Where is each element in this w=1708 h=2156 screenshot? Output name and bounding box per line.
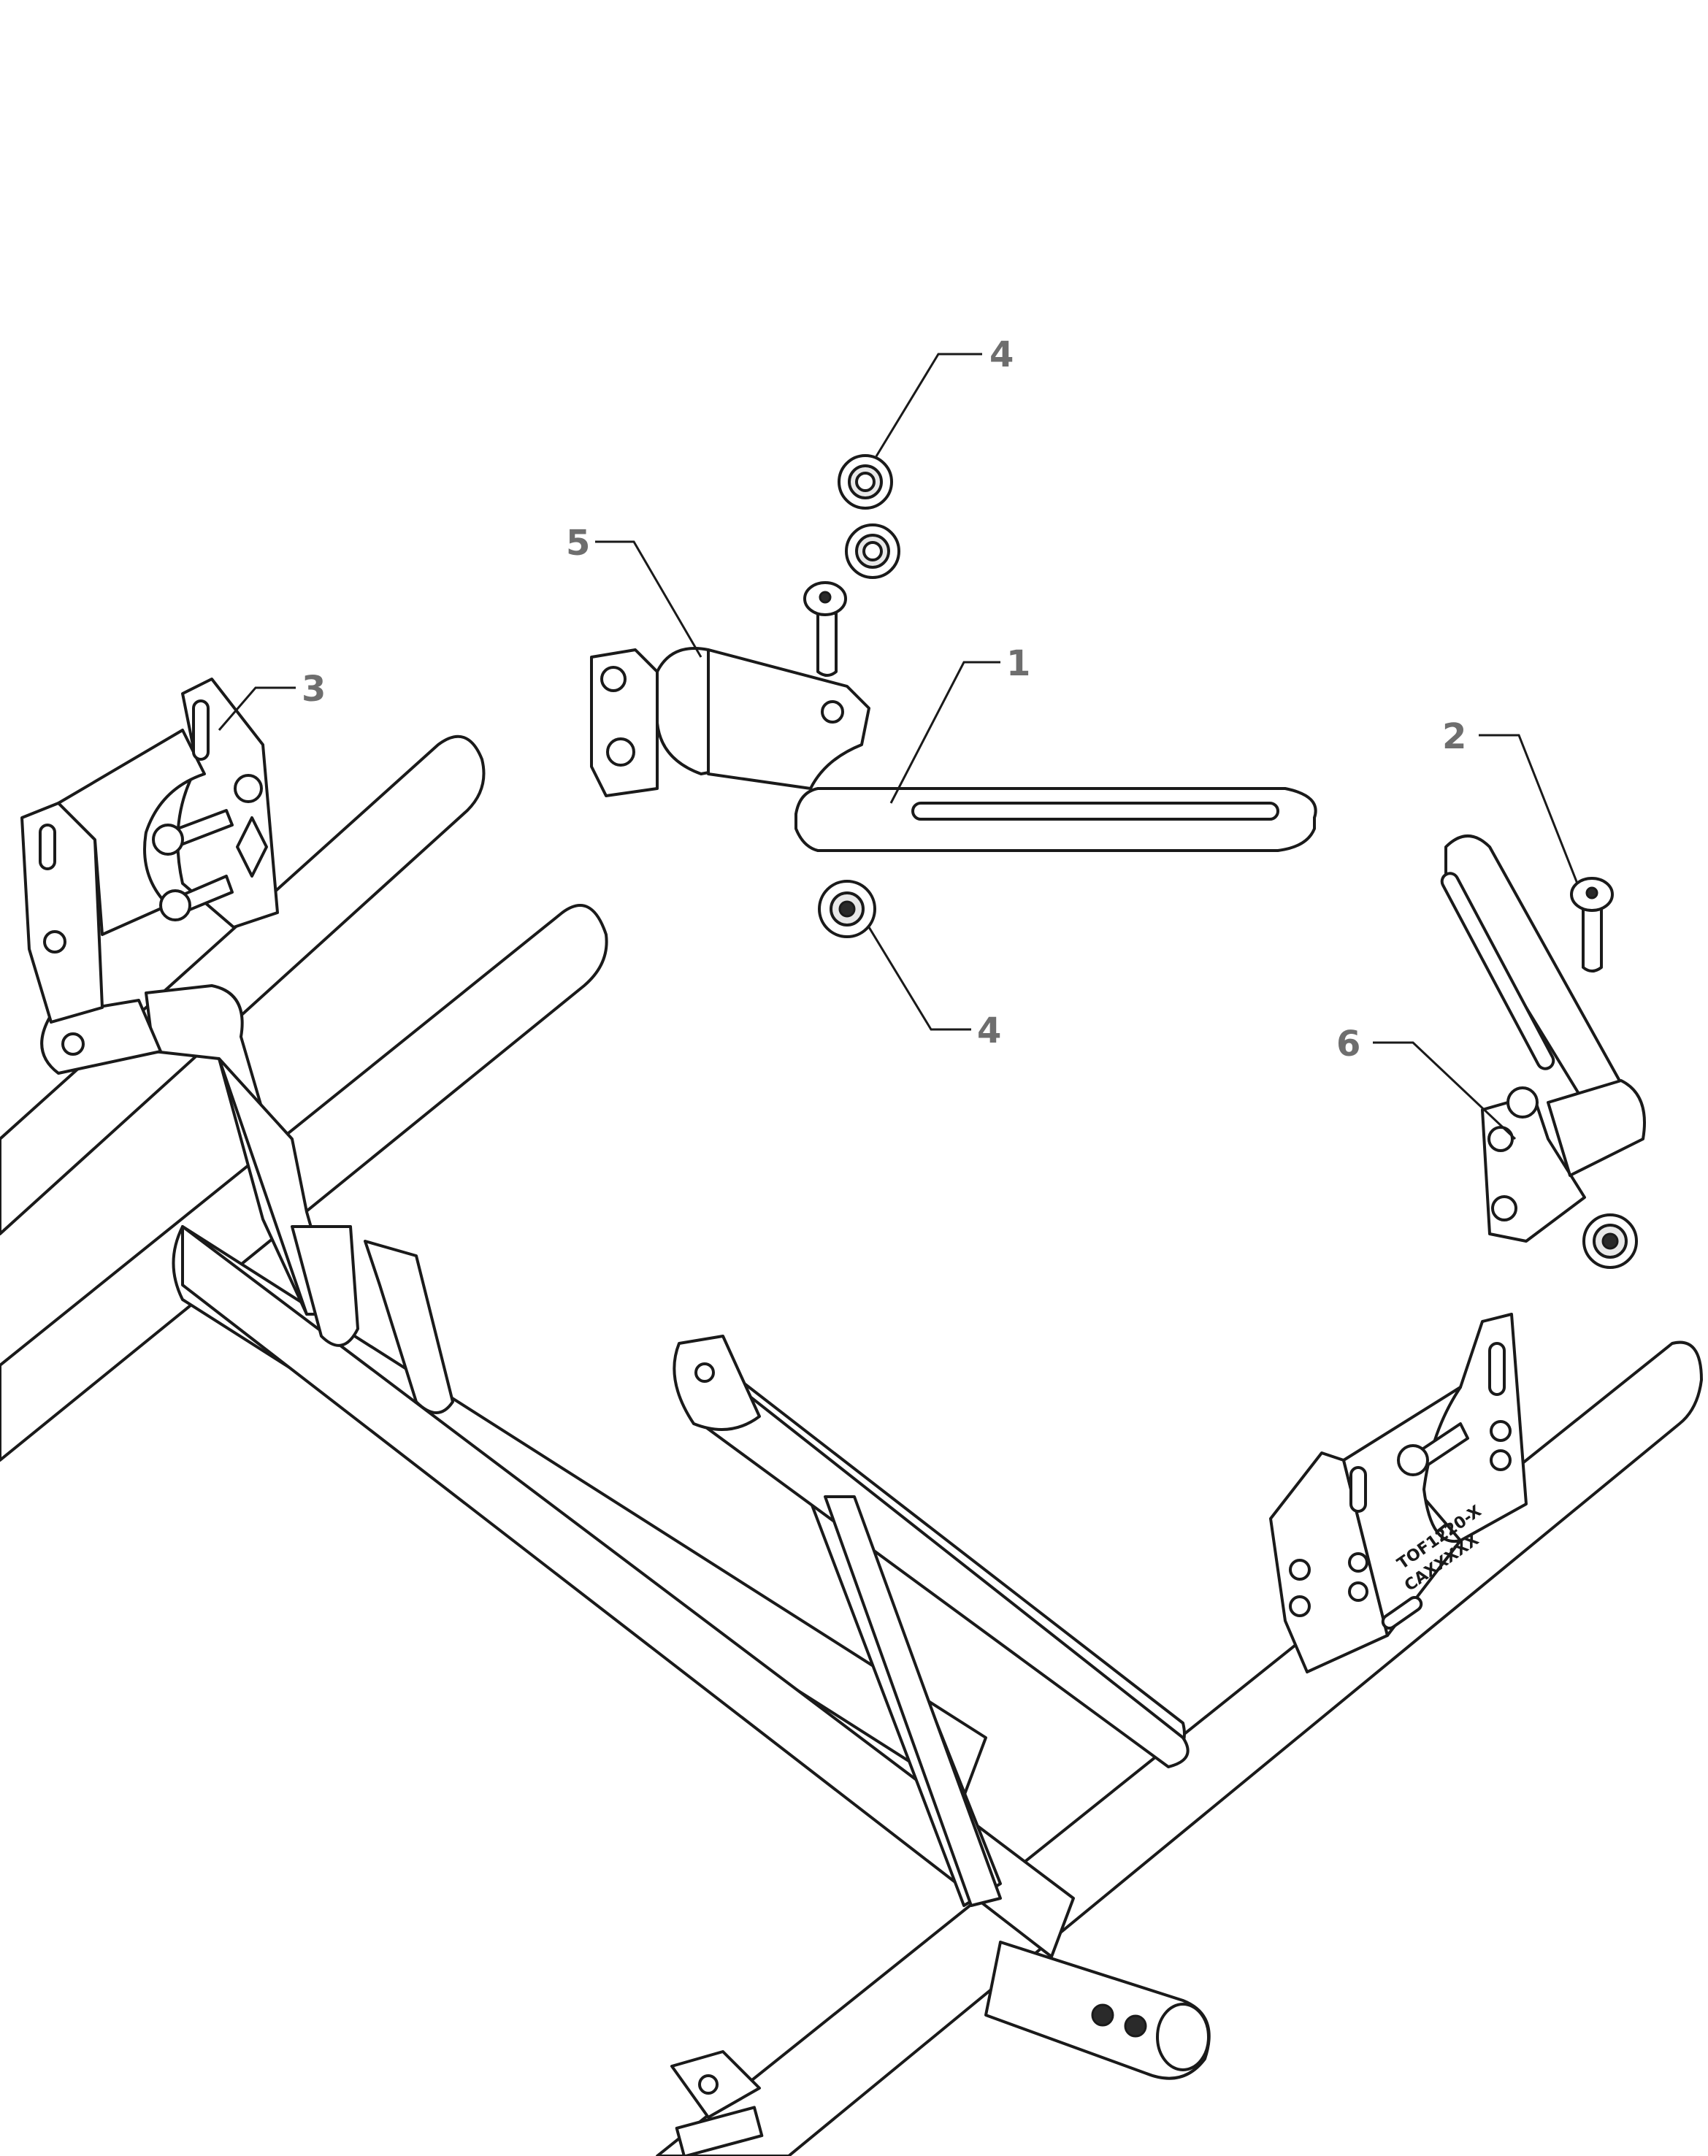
leader-2 bbox=[1479, 734, 1579, 884]
callout-6: 6 bbox=[1336, 1024, 1360, 1064]
callout-2: 2 bbox=[1442, 716, 1466, 757]
right-bracket-hole-2 bbox=[1490, 1449, 1512, 1471]
tube-hole-2 bbox=[1124, 2014, 1147, 2038]
leader-6 bbox=[1373, 1041, 1517, 1140]
part-5-clamp-block bbox=[590, 647, 870, 797]
tube-end-opening bbox=[1156, 2003, 1210, 2071]
right-bracket-hole-4 bbox=[1289, 1595, 1311, 1617]
tube-hole-1 bbox=[1091, 2003, 1114, 2027]
leader-4-top bbox=[875, 353, 982, 457]
slotted-arm-pivot-block bbox=[1547, 1079, 1646, 1177]
left-bracket-slot-2 bbox=[39, 824, 56, 870]
center-strut-assembly bbox=[673, 1335, 1190, 1907]
slotted-arm-hole-2 bbox=[1491, 1195, 1517, 1221]
right-bracket-hole-5 bbox=[1348, 1552, 1368, 1573]
callout-4-bottom: 4 bbox=[977, 1010, 1001, 1051]
leader-3 bbox=[218, 686, 296, 731]
clamp-block-hole-3 bbox=[821, 700, 844, 724]
callout-1: 1 bbox=[1006, 643, 1030, 684]
frame-tube-upper-mid bbox=[0, 904, 608, 1462]
part-4-flange-nut-bottom bbox=[818, 880, 876, 938]
slotted-arm-pivot-nut bbox=[1506, 1086, 1539, 1119]
right-bracket-bolt-head bbox=[1397, 1444, 1429, 1476]
slotted-link-side bbox=[794, 813, 1316, 852]
callout-labels: 4 5 1 3 2 4 6 bbox=[302, 334, 1466, 1064]
part-4-flange-nut-top-1 bbox=[838, 454, 893, 510]
left-bracket-hole-2 bbox=[43, 930, 66, 954]
callout-3: 3 bbox=[302, 669, 326, 710]
callout-5: 5 bbox=[566, 523, 590, 564]
frame-tube-upper-left bbox=[0, 734, 486, 1235]
leader-4-bottom bbox=[868, 927, 971, 1031]
clamp-block-plate bbox=[590, 648, 659, 797]
leader-5 bbox=[595, 540, 702, 658]
frame-tube-lower-left bbox=[181, 1225, 1075, 1958]
leader-lines bbox=[218, 353, 1579, 1140]
right-bracket-slot-3 bbox=[1381, 1595, 1423, 1630]
clamp-block-hole-2 bbox=[606, 737, 635, 767]
right-bracket-hole-3 bbox=[1289, 1559, 1311, 1581]
right-bracket-slot-1 bbox=[1488, 1342, 1506, 1396]
left-bracket-bolt-head-2 bbox=[159, 889, 191, 921]
left-bracket-bolt-head-1 bbox=[152, 824, 184, 856]
left-bracket-hole-1 bbox=[234, 774, 263, 803]
frame-bottom-plate bbox=[675, 2106, 764, 2156]
part-6-slotted-arm-bracket bbox=[1440, 835, 1646, 1243]
part-1-slotted-link bbox=[794, 787, 1317, 852]
slotted-arm-slot bbox=[1440, 872, 1555, 1070]
right-bracket-hole-1 bbox=[1490, 1420, 1512, 1442]
left-bracket-diamond-cutout bbox=[236, 816, 268, 878]
center-strut-flag bbox=[673, 1335, 761, 1431]
center-strut-leg bbox=[824, 1495, 1002, 1907]
right-mounting-bracket: TOF1220-X CAXXXXX bbox=[1269, 1313, 1528, 1673]
clamp-block-hole-1 bbox=[600, 666, 627, 692]
slotted-arm-hole-1 bbox=[1487, 1126, 1514, 1152]
part-4-flange-nut-top-2 bbox=[845, 523, 900, 579]
left-strut-assembly bbox=[40, 984, 454, 1414]
part-3-left-mounting-bracket bbox=[20, 678, 279, 1024]
part-4-flange-nut-right bbox=[1582, 1213, 1638, 1269]
leader-1 bbox=[889, 661, 1000, 804]
right-bracket-hole-6 bbox=[1348, 1581, 1368, 1602]
clamp-block-top bbox=[707, 648, 870, 790]
bottom-tab-hole bbox=[698, 2074, 719, 2095]
left-bracket-slot-1 bbox=[192, 699, 210, 761]
callout-4-top: 4 bbox=[989, 334, 1014, 375]
center-strut-flag-hole bbox=[694, 1362, 715, 1383]
left-strut-flag-hole bbox=[61, 1032, 85, 1056]
left-strut-lower-a bbox=[291, 1225, 359, 1347]
center-bolt bbox=[803, 581, 847, 677]
left-strut-lower-b bbox=[364, 1240, 454, 1414]
slotted-link-slot bbox=[911, 802, 1279, 821]
part-2-bolt bbox=[1570, 877, 1614, 972]
right-bracket-slot-2 bbox=[1349, 1466, 1367, 1513]
